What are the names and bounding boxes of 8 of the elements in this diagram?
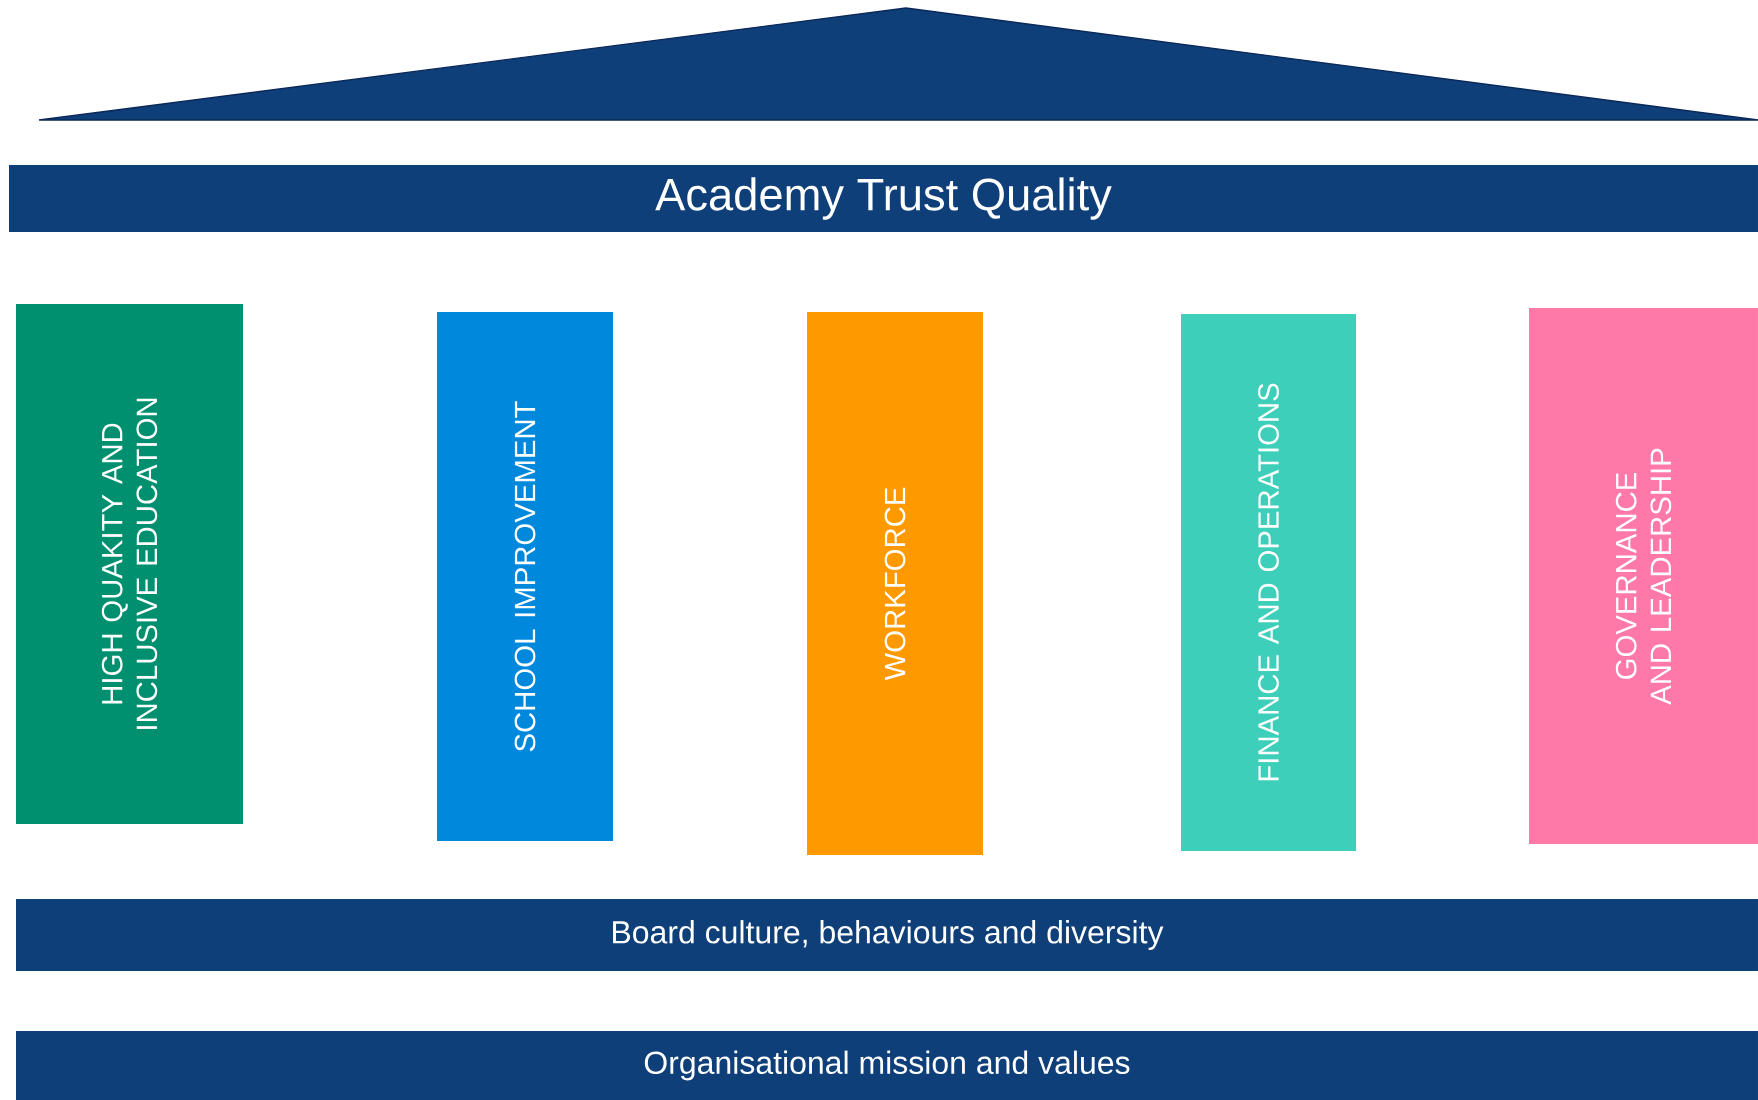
banner-band: Academy Trust Quality bbox=[9, 165, 1758, 232]
pillar-column: FINANCE AND OPERATIONS bbox=[1181, 314, 1356, 851]
pillar-column: SCHOOL IMPROVEMENT bbox=[437, 312, 613, 841]
pillar-column: HIGH QUAKITY AND INCLUSIVE EDUCATION bbox=[16, 304, 243, 824]
banner-band: Organisational mission and values bbox=[16, 1031, 1758, 1100]
pillar-column: GOVERNANCE AND LEADERSHIP bbox=[1529, 308, 1758, 844]
pillar-column: WORKFORCE bbox=[807, 312, 983, 855]
banner-band: Board culture, behaviours and diversity bbox=[16, 899, 1758, 971]
